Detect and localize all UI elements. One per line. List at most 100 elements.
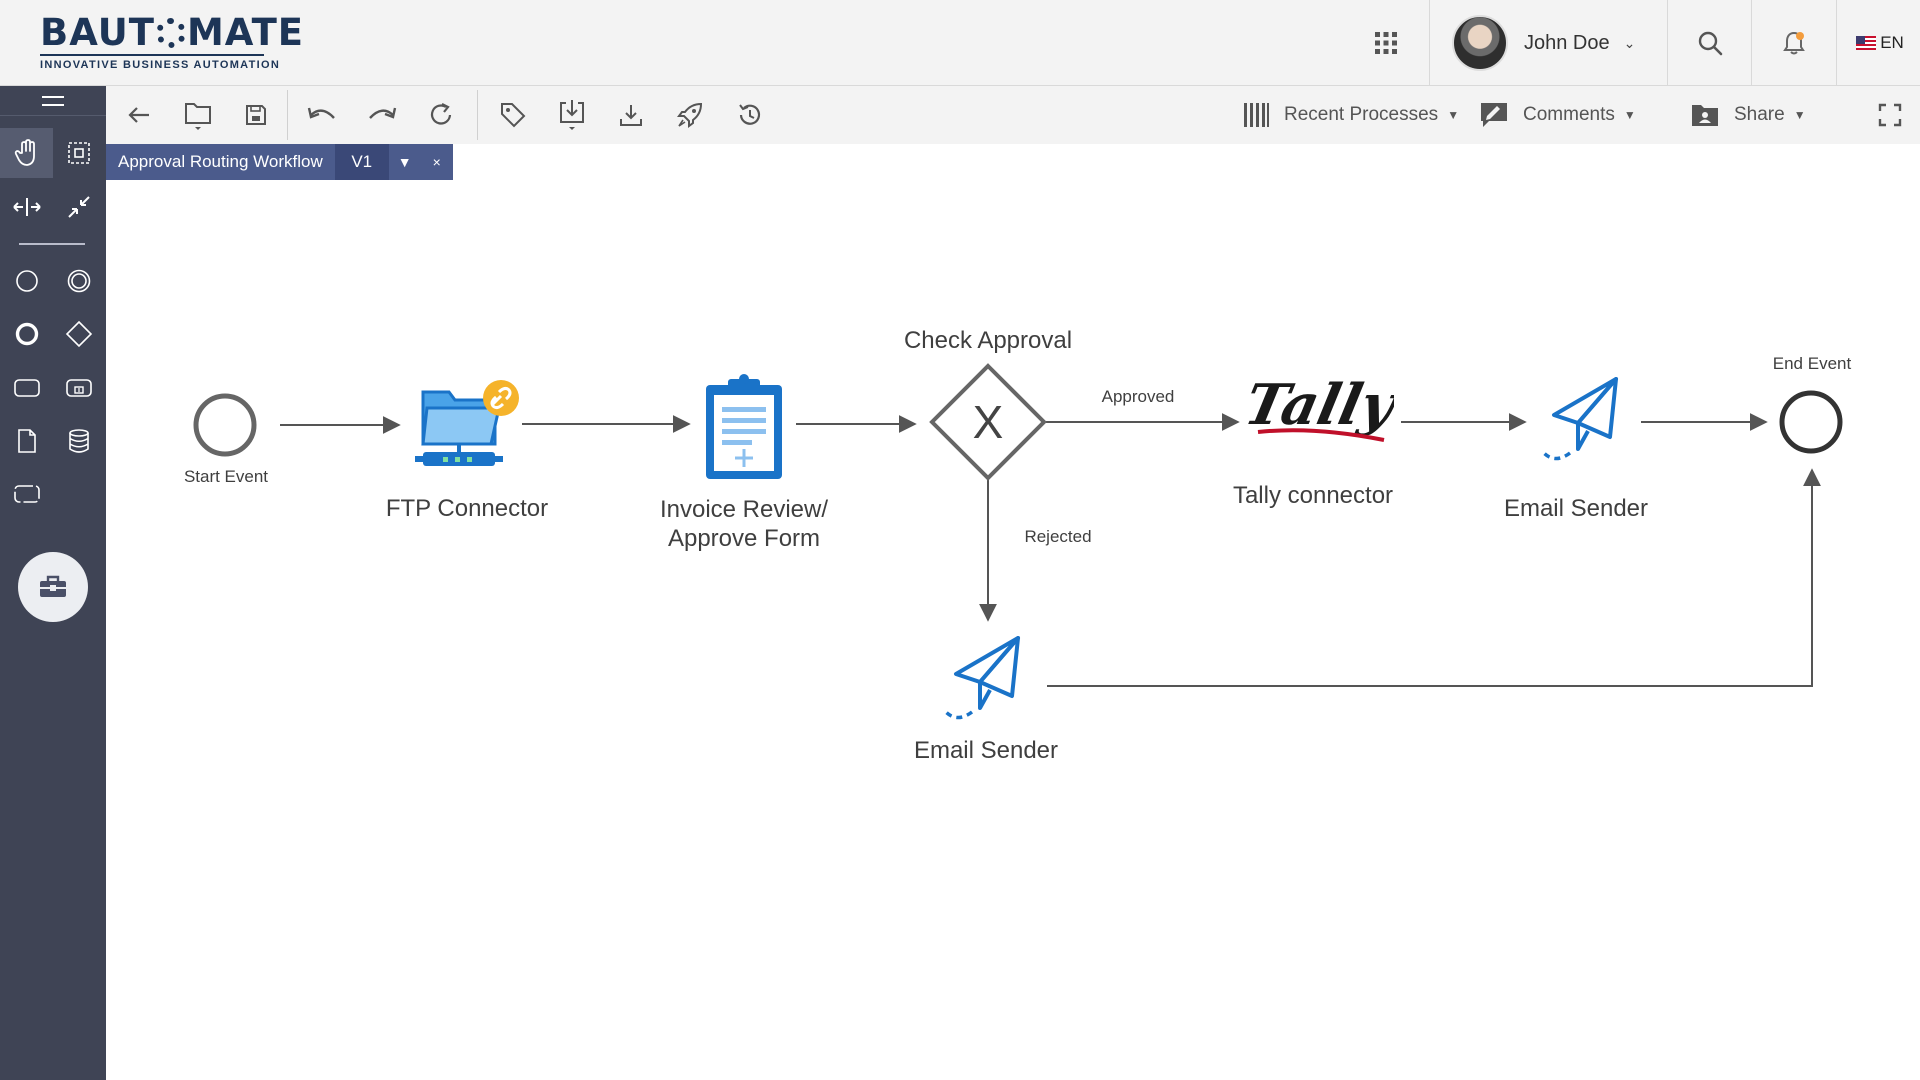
exclusive-gateway[interactable]: X bbox=[929, 363, 1047, 481]
gear-logo-icon bbox=[155, 18, 186, 48]
edit-comment-icon bbox=[1481, 103, 1507, 127]
tag-button[interactable] bbox=[493, 95, 533, 135]
undo-button[interactable] bbox=[302, 95, 342, 135]
import-button[interactable] bbox=[552, 95, 592, 135]
email-sender-node-top[interactable] bbox=[1524, 375, 1624, 467]
comments-label: Comments bbox=[1523, 104, 1615, 125]
redo-button[interactable] bbox=[362, 95, 402, 135]
barcode-icon bbox=[1244, 103, 1269, 127]
group-icon bbox=[14, 485, 40, 503]
hand-tool[interactable] bbox=[7, 133, 47, 173]
header-divider bbox=[1429, 0, 1430, 86]
email-sender-node-bottom[interactable] bbox=[926, 634, 1026, 726]
toolbar-divider bbox=[477, 90, 478, 140]
active-tool-highlight bbox=[0, 128, 53, 178]
close-icon: × bbox=[432, 154, 441, 170]
paper-plane-icon bbox=[942, 636, 1020, 720]
email-sender-label-top: Email Sender bbox=[1503, 495, 1649, 522]
group-tool[interactable] bbox=[7, 474, 47, 514]
share-label: Share bbox=[1734, 104, 1785, 125]
recent-processes-label: Recent Processes bbox=[1284, 104, 1439, 125]
caret-down-icon: ▼ bbox=[397, 154, 412, 170]
user-menu[interactable]: John Doe ⌄ bbox=[1452, 0, 1652, 86]
recent-processes-button[interactable]: Recent Processes ▼ bbox=[1242, 86, 1459, 144]
invoice-form-label-line1: Invoice Review/ bbox=[659, 496, 829, 523]
rejected-flow-label: Rejected bbox=[1024, 527, 1092, 546]
end-event-label: End Event bbox=[1772, 354, 1852, 373]
tally-connector-node[interactable]: Tally bbox=[1244, 376, 1394, 446]
comments-button[interactable]: Comments ▼ bbox=[1479, 86, 1636, 144]
subprocess-tool[interactable] bbox=[59, 368, 99, 408]
start-event-tool[interactable] bbox=[7, 261, 47, 301]
import-icon bbox=[560, 100, 584, 130]
logo-text-left: BAUT bbox=[40, 11, 155, 54]
fullscreen-button[interactable] bbox=[1870, 95, 1910, 135]
download-icon bbox=[620, 105, 642, 126]
gateway-label: Check Approval bbox=[903, 327, 1073, 354]
back-button[interactable] bbox=[119, 95, 159, 135]
gateway-x-mark: X bbox=[973, 396, 1004, 448]
space-tool[interactable] bbox=[7, 187, 47, 227]
circle-icon bbox=[16, 270, 38, 292]
notifications-button[interactable] bbox=[1772, 0, 1816, 86]
apps-grid-button[interactable] bbox=[1362, 0, 1410, 86]
open-file-button[interactable] bbox=[178, 95, 218, 135]
email-sender-label-bottom: Email Sender bbox=[913, 737, 1059, 764]
folder-icon bbox=[185, 103, 211, 130]
fullscreen-icon bbox=[1878, 103, 1902, 127]
editor-toolbar: Recent Processes ▼ Comments ▼ Share ▼ bbox=[106, 86, 1920, 144]
space-tool-icon bbox=[13, 198, 41, 216]
data-object-tool[interactable] bbox=[7, 421, 47, 461]
lasso-tool[interactable] bbox=[59, 133, 99, 173]
tool-palette bbox=[0, 86, 106, 1080]
invoice-form-node[interactable] bbox=[702, 373, 786, 483]
share-button[interactable]: Share ▼ bbox=[1690, 86, 1806, 144]
logo-text-right: MATE bbox=[186, 11, 305, 54]
avatar bbox=[1452, 15, 1508, 71]
toolbox-button[interactable] bbox=[18, 552, 88, 622]
task-tool[interactable] bbox=[7, 368, 47, 408]
refresh-icon bbox=[430, 103, 452, 125]
search-button[interactable] bbox=[1688, 0, 1732, 86]
save-button[interactable] bbox=[236, 95, 276, 135]
download-button[interactable] bbox=[611, 95, 651, 135]
palette-toggle[interactable] bbox=[0, 86, 106, 116]
global-connect-tool[interactable] bbox=[59, 187, 99, 227]
tally-logo: Tally bbox=[1244, 376, 1394, 438]
version-badge[interactable]: V1 bbox=[334, 144, 389, 180]
gateway-tool[interactable] bbox=[59, 314, 99, 354]
language-selector[interactable]: EN bbox=[1850, 0, 1910, 86]
ftp-connector-node[interactable] bbox=[413, 378, 523, 474]
deploy-button[interactable] bbox=[670, 95, 710, 135]
intermediate-event-tool[interactable] bbox=[59, 261, 99, 301]
end-event-tool[interactable] bbox=[7, 314, 47, 354]
subprocess-icon bbox=[66, 379, 92, 397]
document-icon bbox=[18, 429, 36, 453]
flow-rejected-email-to-end[interactable] bbox=[1047, 468, 1821, 687]
diamond-icon bbox=[65, 320, 93, 348]
invoice-form-label: Invoice Review/ Approve Form bbox=[629, 495, 859, 553]
lasso-select-icon bbox=[68, 142, 90, 164]
language-code: EN bbox=[1880, 33, 1904, 52]
refresh-button[interactable] bbox=[421, 95, 461, 135]
end-event[interactable] bbox=[1776, 387, 1846, 457]
process-tab: Approval Routing Workflow V1 ▼ × bbox=[106, 144, 453, 180]
database-icon bbox=[69, 429, 89, 453]
diagram-canvas[interactable]: Start Event FTP Connector Invoice Re bbox=[106, 180, 1920, 1080]
history-button[interactable] bbox=[730, 95, 770, 135]
data-store-tool[interactable] bbox=[59, 421, 99, 461]
rounded-rect-icon bbox=[14, 379, 40, 397]
hamburger-icon bbox=[42, 95, 64, 106]
close-tab-button[interactable]: × bbox=[420, 144, 453, 180]
version-dropdown-button[interactable]: ▼ bbox=[388, 144, 421, 180]
paper-plane-icon bbox=[1540, 377, 1618, 461]
start-event-label: Start Event bbox=[183, 467, 269, 486]
user-name: John Doe bbox=[1524, 31, 1610, 54]
arrow-left-icon bbox=[128, 107, 149, 123]
tally-swoosh bbox=[1257, 428, 1385, 442]
process-tab-title[interactable]: Approval Routing Workflow bbox=[106, 144, 335, 180]
ftp-server-icon bbox=[415, 390, 503, 466]
invoice-form-label-line2: Approve Form bbox=[667, 525, 821, 552]
start-event[interactable] bbox=[190, 390, 260, 460]
